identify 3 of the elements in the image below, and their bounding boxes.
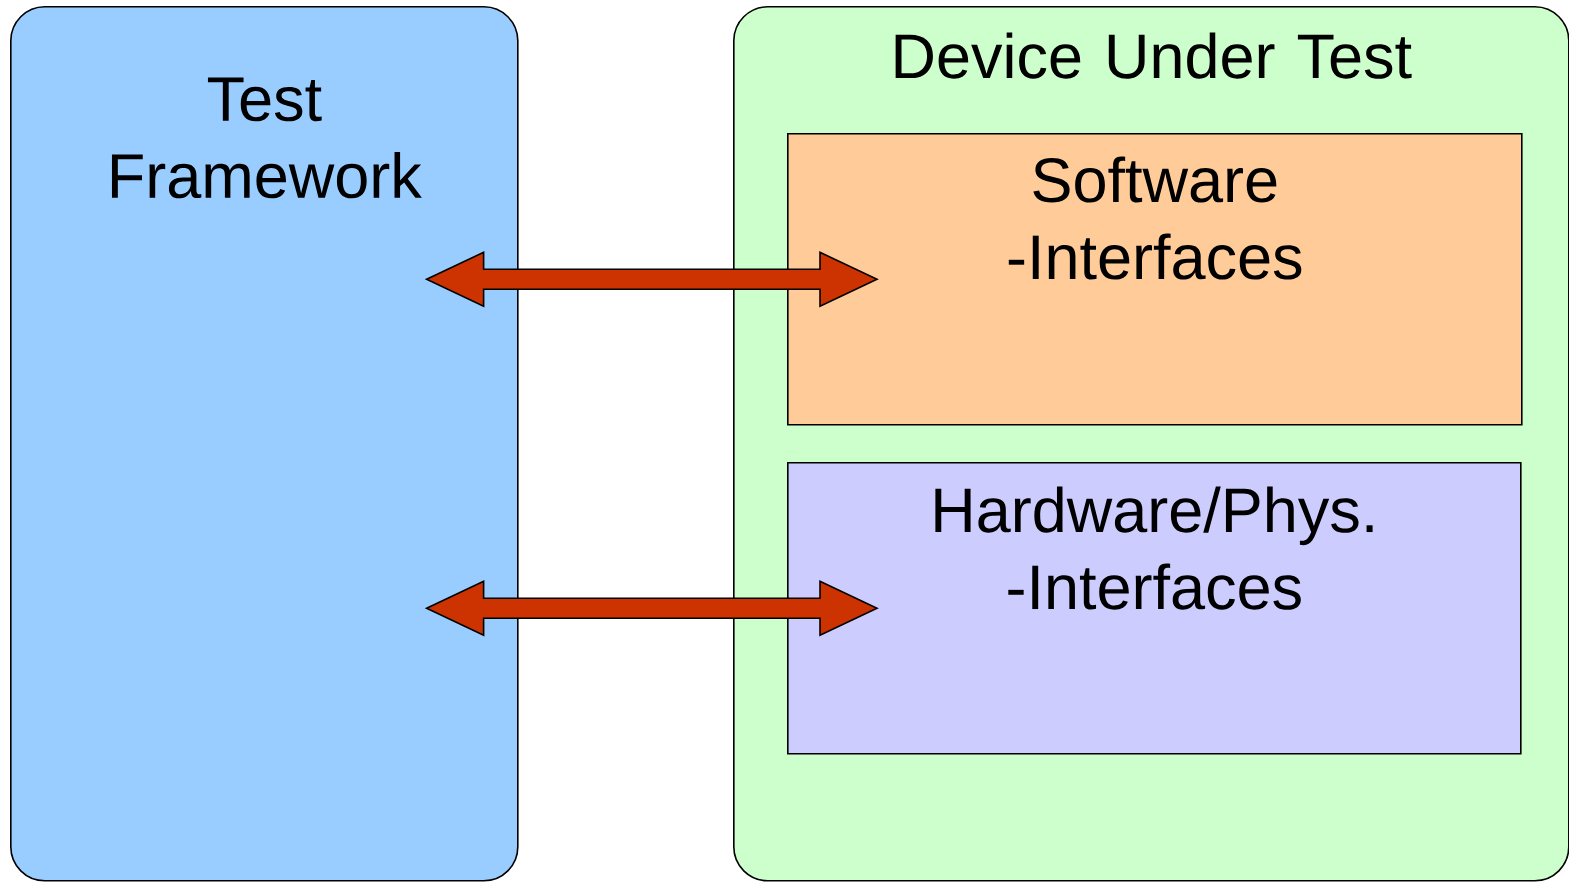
box: Software -Interfaces (787, 133, 1523, 426)
box: Hardware/Phys. -Interfaces (787, 462, 1522, 755)
rounded-box: Test Framework (10, 6, 519, 882)
